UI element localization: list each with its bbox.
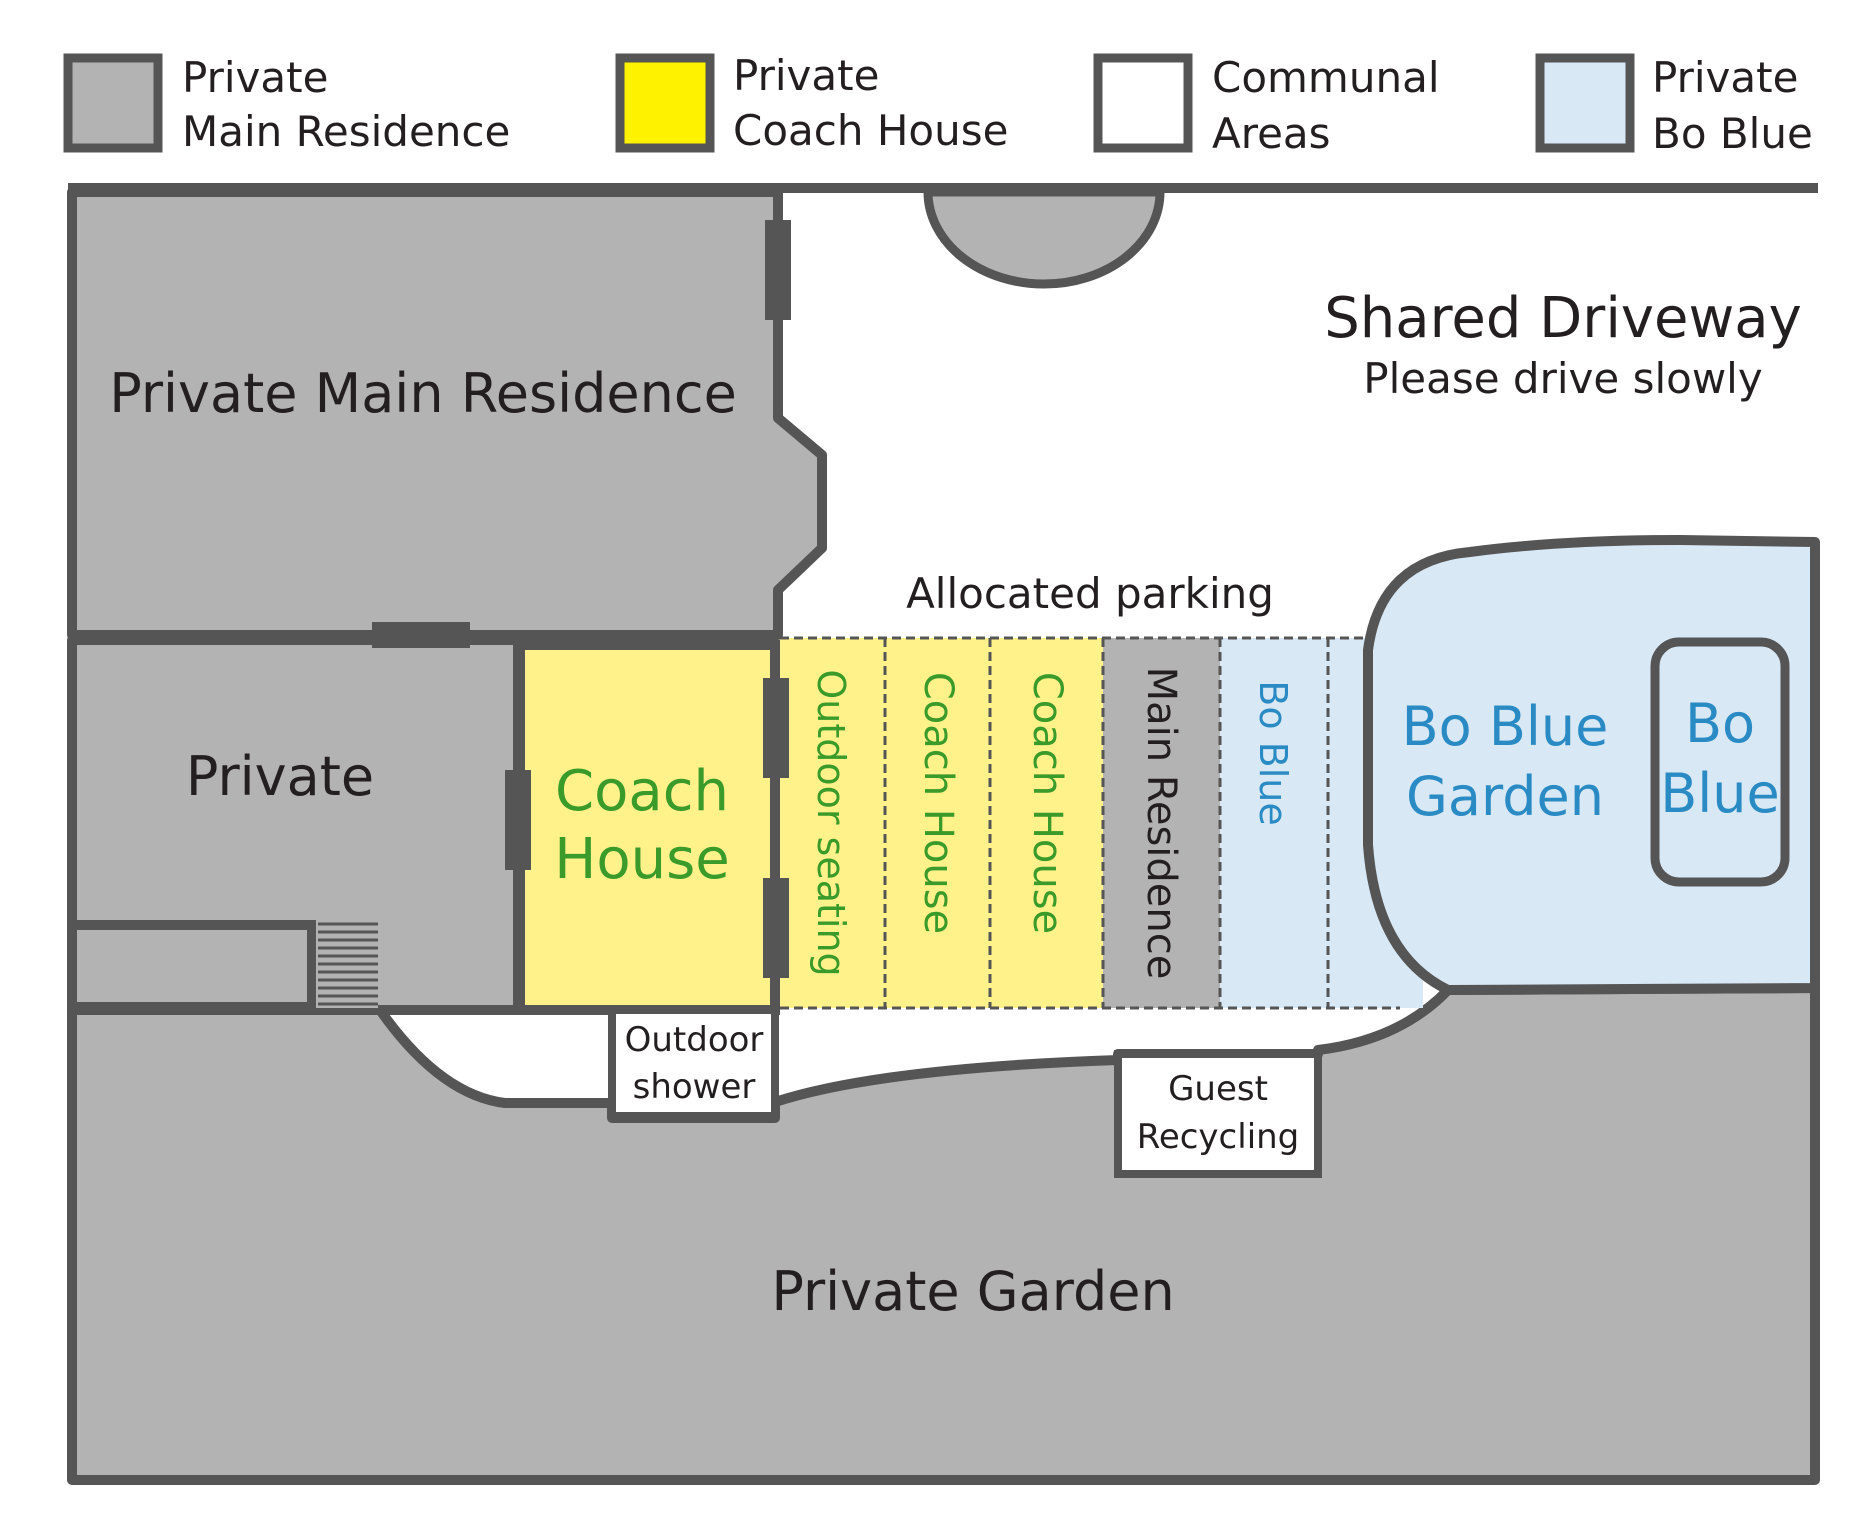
private-garden-label: Private Garden xyxy=(771,1260,1174,1323)
legend-item-communal: Communal Areas xyxy=(1093,53,1440,158)
coach-house-label-line2: House xyxy=(554,827,730,892)
coach-house-label-line1: Coach xyxy=(555,759,729,824)
legend-swatch-main-residence xyxy=(63,53,163,153)
bay-label-bo-blue: Bo Blue xyxy=(1251,680,1295,826)
legend-item-bo-blue: Private Bo Blue xyxy=(1535,53,1813,158)
bo-blue-house xyxy=(1650,637,1790,887)
door xyxy=(763,878,789,978)
bo-blue-garden-label-line1: Bo Blue xyxy=(1402,695,1609,758)
door xyxy=(505,770,531,870)
bay-bo-blue xyxy=(1220,638,1328,1008)
bay-label-main-residence: Main Residence xyxy=(1138,667,1184,980)
outdoor-shower-box xyxy=(608,1006,779,1120)
outbuilding xyxy=(67,920,317,1012)
steps xyxy=(316,920,378,1008)
door xyxy=(763,678,789,778)
bay-main-residence xyxy=(1103,638,1220,1008)
legend-label-line1: Private xyxy=(1652,53,1798,102)
driveway-subtitle: Please drive slowly xyxy=(1363,354,1762,403)
allocated-parking-label: Allocated parking xyxy=(906,569,1274,618)
doors xyxy=(372,220,791,978)
legend-item-coach-house: Private Coach House xyxy=(615,51,1008,155)
legend-swatch-communal xyxy=(1093,53,1193,153)
bo-blue-house-label-line2: Blue xyxy=(1660,762,1780,825)
private-garden-area xyxy=(67,983,1820,1485)
legend: Private Main Residence Private Coach Hou… xyxy=(63,51,1813,158)
legend-label-line1: Private xyxy=(733,51,879,100)
legend-label-line1: Private xyxy=(182,53,328,102)
bay-coach-house-1 xyxy=(885,638,990,1008)
bay-label-coach-house-2: Coach House xyxy=(1024,672,1070,934)
turning-circle xyxy=(923,187,1165,289)
main-residence-label: Private Main Residence xyxy=(109,362,737,425)
guest-recycling-label-line1: Guest xyxy=(1168,1069,1268,1109)
guest-recycling-box xyxy=(1114,1050,1322,1178)
legend-label-line2: Coach House xyxy=(733,106,1008,155)
legend-label-line2: Areas xyxy=(1212,109,1331,158)
legend-label-line2: Main Residence xyxy=(182,107,510,156)
legend-item-main-residence: Private Main Residence xyxy=(63,53,510,156)
bo-blue-house-label-line1: Bo xyxy=(1685,692,1755,755)
outdoor-shower-label-line2: shower xyxy=(633,1067,756,1107)
parking-bays xyxy=(780,636,1423,1010)
outdoor-shower-label-line1: Outdoor xyxy=(625,1020,764,1060)
legend-swatch-coach-house xyxy=(615,53,715,153)
door xyxy=(372,622,470,648)
bay-label-coach-house-1: Coach House xyxy=(915,672,961,934)
bo-blue-garden-label-line2: Garden xyxy=(1406,765,1604,828)
bay-label-outdoor-seating: Outdoor seating xyxy=(809,669,853,976)
legend-label-line1: Communal xyxy=(1212,53,1440,102)
legend-label-line2: Bo Blue xyxy=(1652,109,1813,158)
map: Private Main Residence Private Coach Hou… xyxy=(67,183,1820,1485)
private-label: Private xyxy=(186,745,374,808)
guest-recycling-label-line2: Recycling xyxy=(1137,1117,1300,1157)
legend-swatch-bo-blue xyxy=(1535,53,1635,153)
bay-coach-house-2 xyxy=(990,638,1103,1008)
driveway-title: Shared Driveway xyxy=(1324,286,1802,351)
door xyxy=(765,220,791,320)
bay-outdoor-seating xyxy=(780,638,885,1008)
